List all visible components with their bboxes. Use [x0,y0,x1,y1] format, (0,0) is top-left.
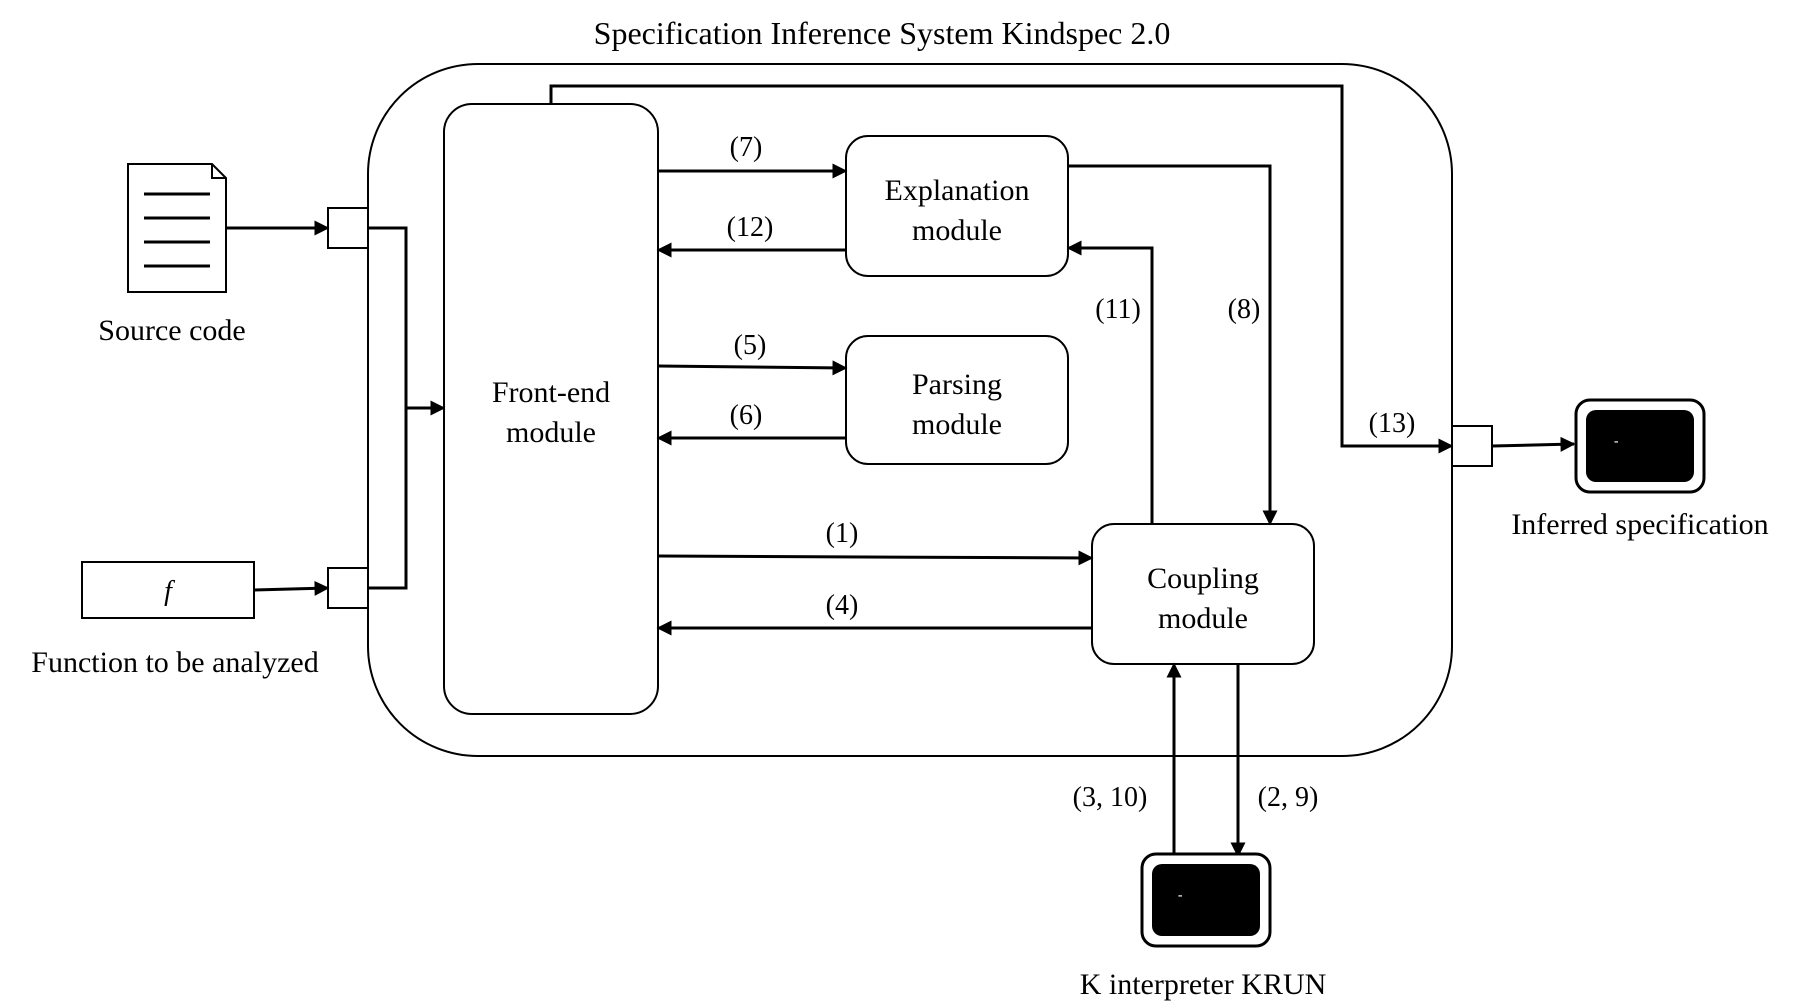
arrow-8 [1068,164,1278,526]
edge-label-13: (13) [1369,408,1416,439]
diagram-title: Specification Inference System Kindspec … [594,15,1171,51]
output-port [1451,425,1493,467]
parsing-label-2: module [912,408,1002,441]
arrow-1 [657,550,1094,566]
arrow-5 [657,360,848,376]
arrow-port-to-output [1491,436,1576,452]
terminal-icon-output [1574,398,1706,494]
explanation-label-2: module [912,214,1002,247]
arrow-function-to-port [253,580,330,596]
parsing-label-1: Parsing [912,368,1002,401]
document-icon [127,163,227,293]
edge-label-8: (8) [1228,294,1261,325]
terminal-cursor-output: - [1612,434,1620,450]
parsing-module [845,335,1069,465]
front-end-label-1: Front-end [492,376,610,409]
source-code-label: Source code [98,314,245,347]
edge-label-6: (6) [730,400,763,431]
edge-label-5: (5) [734,330,767,361]
edge-label-4: (4) [826,590,859,621]
inferred-spec-label: Inferred specification [1511,508,1768,541]
krun-label: K interpreter KRUN [1080,968,1327,1001]
arrow-13 [549,84,1454,454]
function-symbol: f [164,576,175,607]
terminal-icon-krun [1140,852,1272,948]
function-input-box [81,561,255,619]
edge-label-12: (12) [727,212,774,243]
edge-label-3-10: (3, 10) [1073,782,1148,813]
coupling-module [1091,523,1315,665]
input-port-function [327,567,369,609]
explanation-label-1: Explanation [885,174,1030,207]
edge-label-11: (11) [1095,294,1141,325]
front-end-module [443,103,659,715]
coupling-label-2: module [1158,602,1248,635]
edge-label-2-9: (2, 9) [1258,782,1319,813]
input-port-source [327,207,369,249]
explanation-module [845,135,1069,277]
edge-label-7: (7) [730,132,763,163]
edge-label-1: (1) [826,518,859,549]
arrow-11 [1066,240,1154,524]
terminal-cursor-krun: - [1176,888,1184,904]
coupling-label-1: Coupling [1147,562,1259,595]
function-label: Function to be analyzed [31,646,318,679]
front-end-label-2: module [506,416,596,449]
